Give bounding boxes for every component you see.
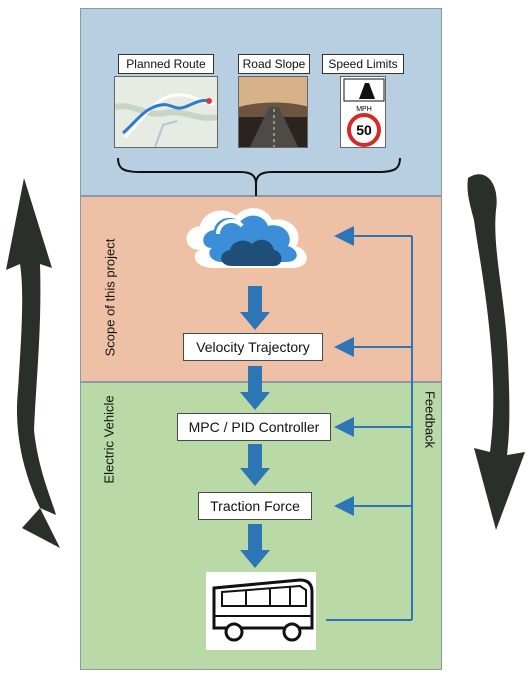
arrow-cloud-to-velocity	[240, 286, 270, 330]
controller-block: MPC / PID Controller	[177, 413, 331, 441]
scope-label: Scope of this project	[102, 238, 118, 357]
speed-limits-label: Speed Limits	[322, 54, 404, 74]
velocity-trajectory-block: Velocity Trajectory	[183, 333, 323, 361]
sign-speed-text: 50	[356, 122, 372, 138]
feedback-label: Feedback	[422, 390, 438, 449]
arrow-traction-to-bus	[240, 524, 270, 568]
planned-route-label: Planned Route	[118, 54, 214, 74]
left-curved-arrow	[6, 178, 60, 548]
flow-arrows	[240, 286, 270, 568]
input-brace	[117, 157, 401, 185]
bus-icon	[206, 572, 316, 650]
right-curved-arrow	[467, 174, 525, 530]
electric-vehicle-label: Electric Vehicle	[101, 395, 117, 484]
arrow-controller-to-traction	[240, 444, 270, 486]
speed-limit-sign-image: MPH 50	[340, 76, 386, 148]
feedback-loop	[326, 226, 413, 621]
sign-mph-text: MPH	[356, 106, 372, 113]
road-slope-image	[238, 76, 308, 148]
traction-force-block: Traction Force	[198, 492, 312, 520]
planned-route-map-image	[114, 76, 218, 148]
road-slope-label: Road Slope	[238, 54, 310, 74]
arrow-velocity-to-controller	[240, 366, 270, 410]
cloud-icon	[186, 208, 307, 268]
